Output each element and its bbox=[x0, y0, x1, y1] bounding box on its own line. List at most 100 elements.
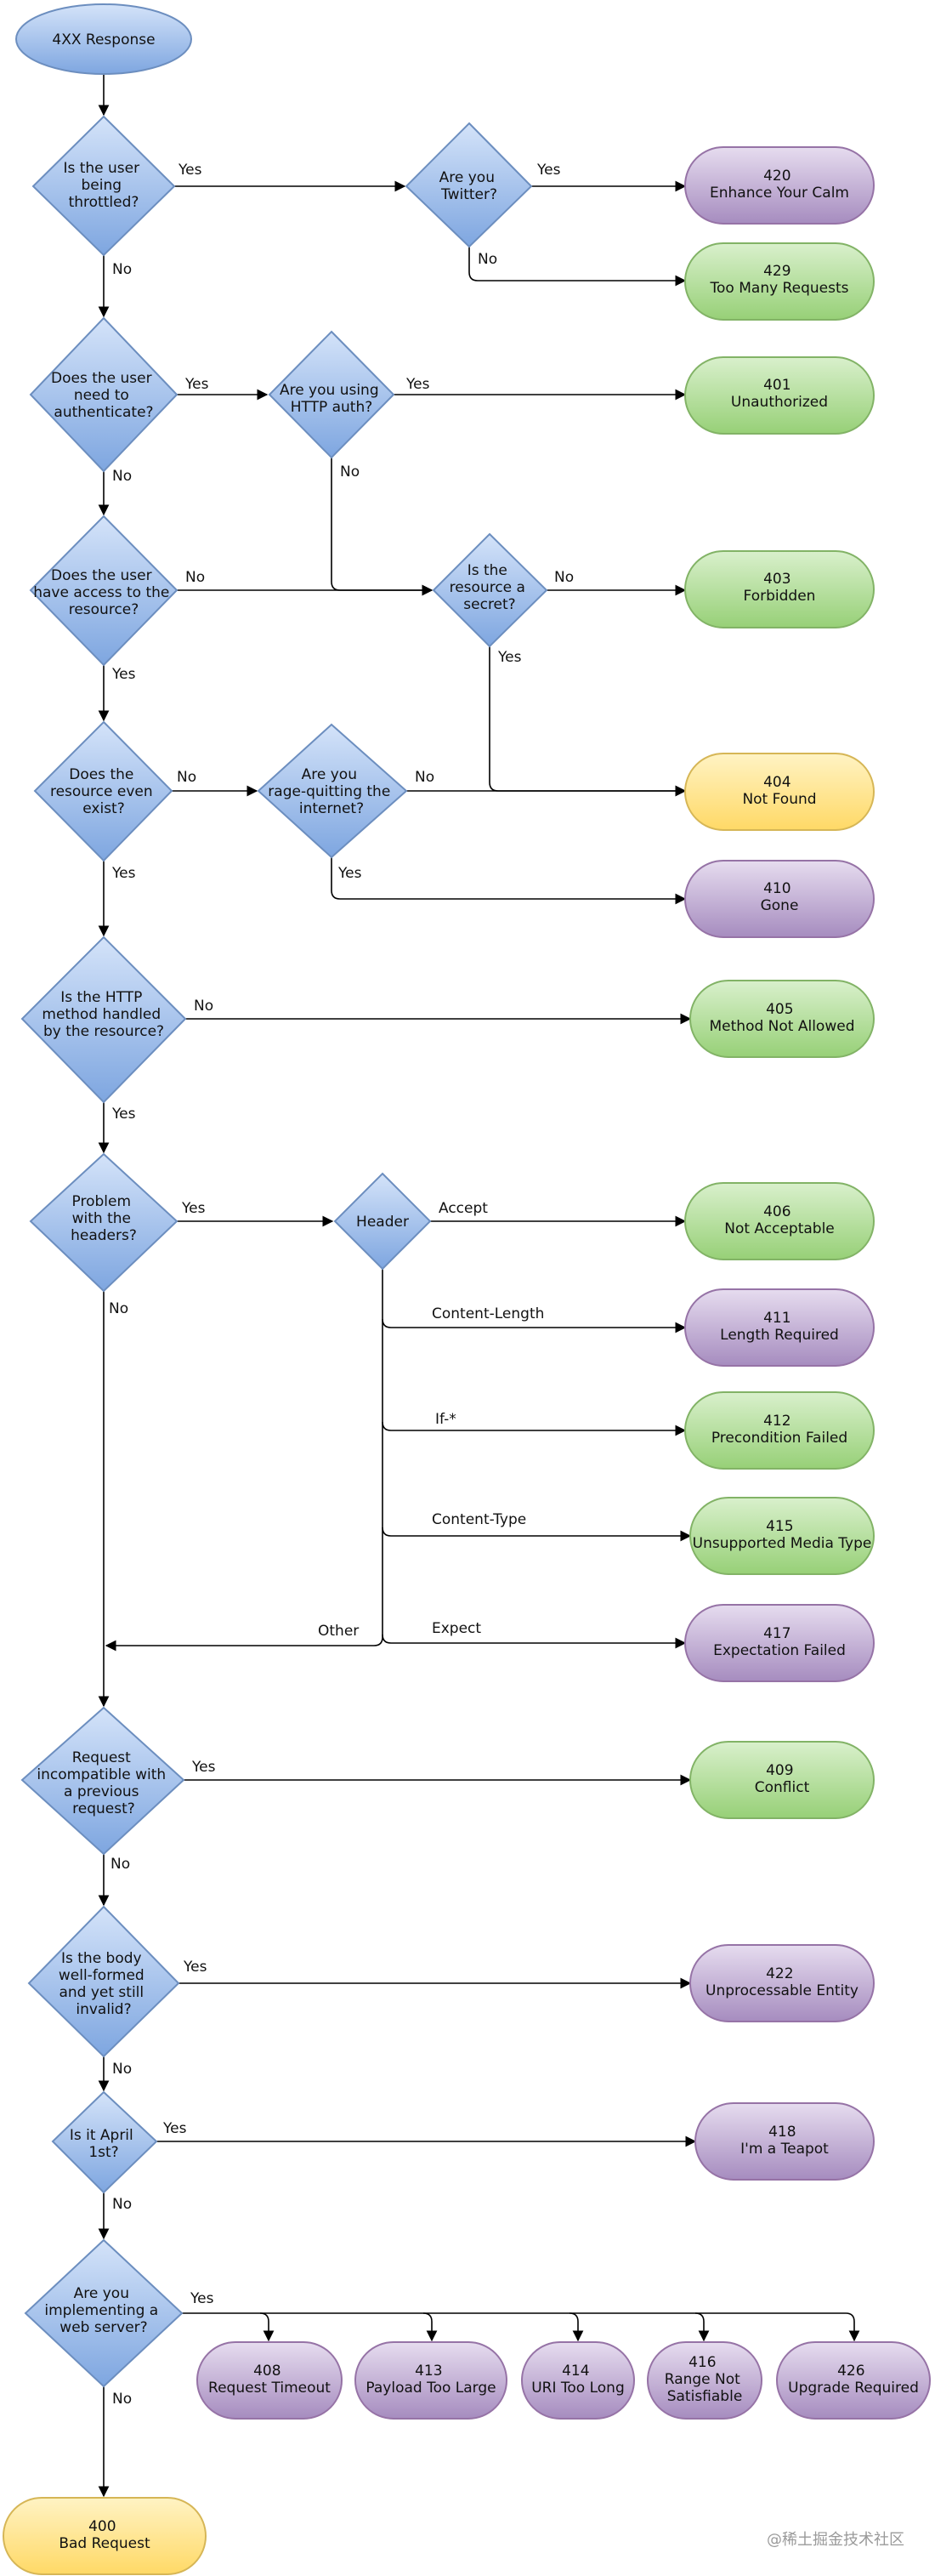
response-429-label: 429 Too Many Requests bbox=[710, 263, 849, 297]
label-headers-no: No bbox=[109, 1300, 128, 1317]
label-exist-yes: Yes bbox=[111, 865, 136, 882]
decision-headers-label: Problem with the headers? bbox=[71, 1193, 137, 1244]
decision-twitter-label: Are you Twitter? bbox=[439, 169, 500, 203]
decision-exist: Does the resource even exist? bbox=[33, 720, 173, 862]
label-webserver-yes: Yes bbox=[190, 2290, 214, 2307]
label-content-type: Content-Type bbox=[432, 1511, 526, 1528]
response-408-label: 408 Request Timeout bbox=[208, 2363, 331, 2397]
label-throttled-no: No bbox=[112, 261, 132, 278]
response-409-label: 409 Conflict bbox=[755, 1762, 810, 1796]
label-httpauth-yes: Yes bbox=[405, 376, 430, 393]
response-420-label: 420 Enhance Your Calm bbox=[710, 168, 849, 202]
edge-header-other bbox=[105, 1636, 383, 1652]
response-400: 400 Bad Request bbox=[3, 2497, 207, 2575]
response-404: 404 Not Found bbox=[684, 753, 875, 831]
response-420: 420 Enhance Your Calm bbox=[684, 146, 875, 225]
edge-ragequit-yes bbox=[331, 857, 687, 905]
response-406-label: 406 Not Acceptable bbox=[724, 1203, 835, 1237]
label-wellformed-no: No bbox=[112, 2061, 132, 2078]
response-411: 411 Length Required bbox=[684, 1288, 875, 1367]
edge-webserver-408 bbox=[259, 2312, 275, 2342]
edge-labels: Yes No Yes No Yes Yes No No No No Yes Ye… bbox=[109, 162, 574, 2408]
label-twitter-no: No bbox=[478, 251, 497, 268]
decision-headers: Problem with the headers? bbox=[29, 1152, 178, 1293]
response-412-label: 412 Precondition Failed bbox=[711, 1413, 847, 1447]
response-414: 414 URI Too Long bbox=[521, 2341, 635, 2420]
decision-webserver: Are you implementing a web server? bbox=[24, 2238, 184, 2388]
label-content-length: Content-Length bbox=[432, 1305, 544, 1322]
response-417: 417 Expectation Failed bbox=[684, 1604, 875, 1682]
response-414-label: 414 URI Too Long bbox=[531, 2363, 625, 2397]
response-401-label: 401 Unauthorized bbox=[731, 377, 828, 411]
response-411-label: 411 Length Required bbox=[720, 1310, 839, 1344]
decision-http-auth: Are you using HTTP auth? bbox=[268, 330, 395, 459]
decision-incompatible-label: Request incompatible with a previous req… bbox=[37, 1749, 170, 1817]
response-405: 405 Method Not Allowed bbox=[689, 980, 875, 1058]
decision-april-label: Is it April 1st? bbox=[70, 2127, 138, 2161]
decision-nodes: Is the user being throttled? Are you Twi… bbox=[20, 115, 548, 2388]
label-access-yes: Yes bbox=[111, 666, 136, 683]
edges bbox=[98, 58, 860, 2498]
response-406: 406 Not Acceptable bbox=[684, 1182, 875, 1260]
label-access-no: No bbox=[185, 569, 205, 586]
label-secret-yes: Yes bbox=[497, 649, 522, 666]
response-408: 408 Request Timeout bbox=[196, 2341, 343, 2420]
label-auth-yes: Yes bbox=[184, 376, 209, 393]
response-418: 418 I'm a Teapot bbox=[694, 2102, 875, 2181]
decision-incompatible: Request incompatible with a previous req… bbox=[20, 1706, 185, 1856]
decision-april: Is it April 1st? bbox=[51, 2090, 158, 2194]
label-httpauth-no: No bbox=[340, 463, 360, 481]
label-twitter-yes: Yes bbox=[536, 162, 561, 179]
start-node: 4XX Response bbox=[15, 3, 192, 75]
label-exist-no: No bbox=[177, 769, 196, 786]
edge-webserver-414 bbox=[569, 2312, 584, 2342]
response-417-label: 417 Expectation Failed bbox=[713, 1625, 846, 1659]
response-415-label: 415 Unsupported Media Type bbox=[693, 1518, 872, 1552]
response-nodes: 420 Enhance Your Calm 429 Too Many Reque… bbox=[3, 146, 931, 2575]
decision-ragequit-label: Are you rage-quitting the internet? bbox=[268, 766, 394, 817]
label-ragequit-yes: Yes bbox=[337, 865, 362, 882]
decision-secret: Is the resource a secret? bbox=[432, 532, 548, 648]
response-422: 422 Unprocessable Entity bbox=[689, 1944, 875, 2022]
decision-method-label: Is the HTTP method handled by the resour… bbox=[42, 989, 165, 1040]
response-403: 403 Forbidden bbox=[684, 550, 875, 628]
response-415: 415 Unsupported Media Type bbox=[689, 1497, 875, 1575]
response-416-label: 416 Range Not Satisfiable bbox=[665, 2354, 745, 2405]
start-node-label: 4XX Response bbox=[52, 31, 155, 48]
decision-http-auth-label: Are you using HTTP auth? bbox=[280, 382, 383, 416]
decision-ragequit: Are you rage-quitting the internet? bbox=[257, 723, 408, 859]
response-416: 416 Range Not Satisfiable bbox=[647, 2341, 762, 2420]
watermark-text: @稀土掘金技术社区 bbox=[767, 2531, 904, 2549]
decision-access-label: Does the user have access to the resourc… bbox=[33, 567, 174, 618]
response-429: 429 Too Many Requests bbox=[684, 242, 875, 321]
decision-authenticate-label: Does the user need to authenticate? bbox=[51, 370, 156, 421]
response-405-label: 405 Method Not Allowed bbox=[710, 1001, 855, 1035]
decision-wellformed: Is the body well-formed and yet still in… bbox=[27, 1905, 180, 2058]
label-ragequit-no: No bbox=[415, 769, 434, 786]
response-404-label: 404 Not Found bbox=[742, 774, 816, 808]
decision-throttled: Is the user being throttled? bbox=[31, 115, 176, 257]
decision-method: Is the HTTP method handled by the resour… bbox=[20, 935, 187, 1104]
label-april-no: No bbox=[112, 2196, 132, 2213]
decision-authenticate: Does the user need to authenticate? bbox=[29, 316, 178, 473]
response-409: 409 Conflict bbox=[689, 1741, 875, 1819]
label-method-no: No bbox=[194, 998, 213, 1015]
label-incompatible-yes: Yes bbox=[191, 1759, 216, 1776]
label-throttled-yes: Yes bbox=[178, 162, 202, 179]
response-426-label: 426 Upgrade Required bbox=[788, 2363, 919, 2397]
label-incompatible-no: No bbox=[110, 1856, 130, 1873]
decision-header-type-label: Header bbox=[356, 1214, 409, 1231]
decision-secret-label: Is the resource a secret? bbox=[450, 562, 530, 613]
label-auth-no: No bbox=[112, 468, 132, 485]
response-401: 401 Unauthorized bbox=[684, 356, 875, 435]
label-headers-yes: Yes bbox=[181, 1200, 206, 1217]
response-400-label: 400 Bad Request bbox=[59, 2518, 150, 2552]
decision-webserver-label: Are you implementing a web server? bbox=[44, 2285, 162, 2336]
label-webserver-no: No bbox=[112, 2391, 132, 2408]
label-april-yes: Yes bbox=[162, 2120, 187, 2137]
label-accept: Accept bbox=[439, 1200, 488, 1217]
response-403-label: 403 Forbidden bbox=[744, 571, 816, 605]
label-expect: Expect bbox=[432, 1620, 481, 1637]
label-other: Other bbox=[318, 1623, 359, 1640]
decision-wellformed-label: Is the body well-formed and yet still in… bbox=[59, 1950, 149, 2018]
